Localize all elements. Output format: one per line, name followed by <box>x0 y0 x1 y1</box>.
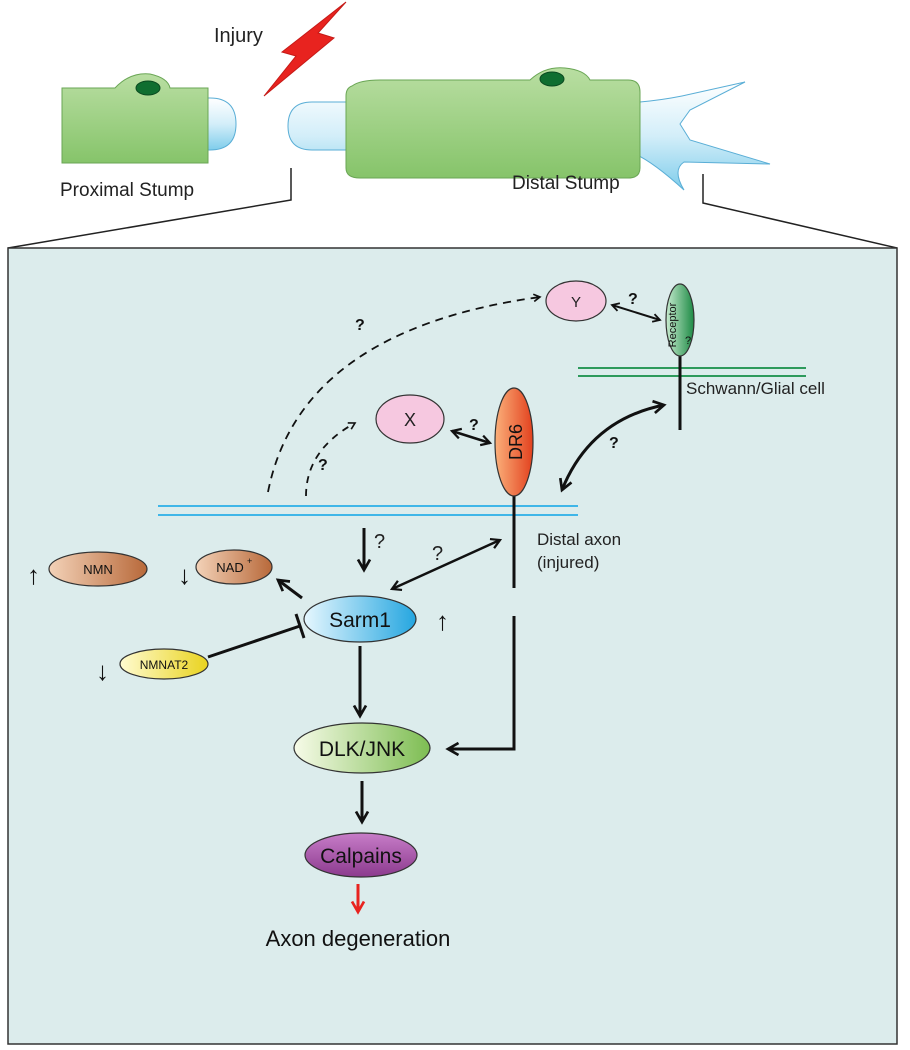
axon-dlk-arrow <box>445 616 516 757</box>
y-receptor-arrow <box>610 302 662 323</box>
glial-membrane <box>578 367 806 377</box>
q-x-dr6: ? <box>469 417 479 434</box>
nad-sup: + <box>247 556 252 566</box>
receptor-label: Receptor <box>667 302 679 347</box>
zoom-line-left <box>7 168 292 249</box>
zoom-line-right <box>702 174 898 249</box>
q-down-sarm1: ? <box>374 531 385 553</box>
dr6-label: DR6 <box>506 424 526 460</box>
zoom-panel <box>7 247 898 1045</box>
calpains-label: Calpains <box>320 845 402 868</box>
sarm1-nad-arrow <box>275 578 303 600</box>
x-dr6-arrow <box>449 427 493 447</box>
glia-axon-arrow <box>558 399 667 493</box>
nmnat2-level-arrow: ↓ <box>96 656 109 686</box>
proximal-stump-label: Proximal Stump <box>60 180 194 201</box>
nucleus-icon <box>539 71 565 87</box>
distal-stump-label: Distal Stump <box>512 173 620 194</box>
schwann-glial-label: Schwann/Glial cell <box>686 379 825 398</box>
q-glial-axon: ? <box>609 435 619 452</box>
sarm1-dr6-arrow <box>389 537 503 592</box>
dlk-jnk-label: DLK/JNK <box>319 738 405 761</box>
nmn-node: NMN <box>48 551 148 587</box>
axon-membrane <box>158 505 578 516</box>
nmnat2-node: NMNAT2 <box>119 648 209 680</box>
q-y-receptor: ? <box>628 291 638 308</box>
proximal-stump <box>61 73 237 164</box>
dr6-node: DR6 <box>494 387 534 497</box>
x-label: X <box>404 410 416 430</box>
y-node: Y <box>545 280 607 322</box>
nad-node: NAD + <box>195 549 273 585</box>
lightning-bolt-icon <box>263 1 347 97</box>
sarm1-label: Sarm1 <box>329 609 391 632</box>
axon-degeneration-label: Axon degeneration <box>266 926 451 951</box>
nucleus-icon <box>135 80 161 96</box>
nmnat2-inhibit-sarm1 <box>207 613 306 659</box>
receptor-node: Receptor ? <box>665 283 695 357</box>
x-node: X <box>375 394 445 444</box>
nmn-label: NMN <box>83 562 113 577</box>
nad-level-arrow: ↓ <box>178 560 191 590</box>
injury-label: Injury <box>214 25 263 47</box>
sarm1-level-arrow: ↑ <box>436 606 449 636</box>
q-x-dashed: ? <box>318 457 328 474</box>
dlk-jnk-node: DLK/JNK <box>293 722 431 774</box>
distal-axon-injured-label: (injured) <box>537 553 599 572</box>
q-y-dashed: ? <box>355 317 365 334</box>
nmnat2-label: NMNAT2 <box>140 658 189 672</box>
dashed-arrow-to-y <box>267 293 542 493</box>
distal-axon-label: Distal axon <box>537 530 621 549</box>
nad-label: NAD <box>216 560 243 575</box>
sarm1-node: Sarm1 <box>303 595 417 643</box>
y-label: Y <box>571 294 581 311</box>
calpains-node: Calpains <box>304 832 418 878</box>
distal-stump <box>287 67 771 191</box>
dashed-arrow-to-x <box>305 422 357 497</box>
receptor-q: ? <box>685 335 691 347</box>
nmn-level-arrow: ↑ <box>27 560 40 590</box>
q-sarm1-dr6: ? <box>432 543 443 565</box>
